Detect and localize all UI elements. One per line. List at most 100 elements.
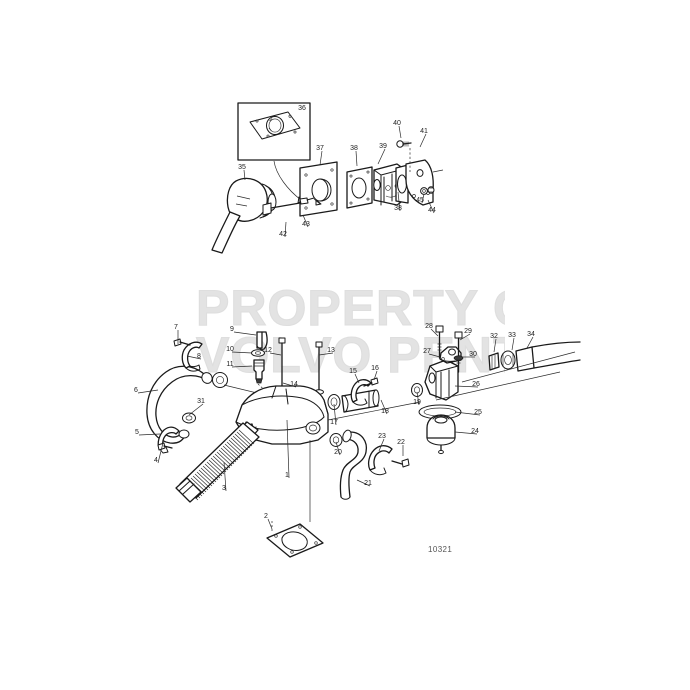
callout-leader-12	[269, 352, 282, 356]
callout-40[interactable]: 40	[393, 120, 402, 139]
callout-7[interactable]: 7	[174, 324, 179, 344]
callout-leader-43	[302, 214, 309, 228]
callout-leader-23	[378, 438, 385, 452]
part-30-bolt-washer	[453, 355, 464, 361]
callout-41[interactable]: 41	[419, 128, 428, 148]
callout-number-14: 14	[290, 381, 298, 388]
callout-leader-38	[355, 150, 358, 167]
callout-4[interactable]: 4	[154, 442, 164, 464]
callout-number-3: 3	[222, 485, 226, 492]
callout-38[interactable]: 38	[350, 145, 358, 167]
callout-27[interactable]: 27	[423, 348, 441, 358]
part-33-fitting	[500, 350, 516, 370]
callout-9[interactable]: 9	[230, 326, 257, 336]
part-40-bolt	[396, 140, 412, 172]
callout-number-40: 40	[393, 120, 401, 127]
callout-number-27: 27	[423, 348, 431, 355]
callout-leader-9	[233, 331, 257, 336]
callout-leader-39	[377, 148, 386, 165]
callout-leader-31	[188, 403, 204, 416]
callout-13[interactable]: 13	[318, 347, 335, 356]
callout-17[interactable]: 17	[330, 403, 338, 426]
callout-23[interactable]: 23	[378, 433, 386, 452]
callout-number-33: 33	[508, 332, 516, 339]
callout-16[interactable]: 16	[371, 365, 379, 381]
callout-number-2: 2	[264, 513, 268, 520]
callout-number-18: 18	[381, 408, 389, 415]
callout-number-8: 8	[197, 353, 201, 360]
callout-11[interactable]: 11	[226, 361, 253, 368]
callout-leader-24	[454, 431, 478, 435]
part-43-screw	[299, 197, 322, 206]
callout-19[interactable]: 19	[413, 391, 421, 406]
callout-number-1: 1	[285, 472, 289, 479]
callout-number-25: 25	[474, 409, 482, 416]
callout-leader-15	[354, 373, 360, 384]
callout-3[interactable]: 3	[222, 461, 227, 492]
callout-leader-1	[286, 419, 290, 479]
callout-43[interactable]: 43	[302, 214, 310, 228]
callout-number-39: 39	[379, 143, 387, 150]
callout-number-45: 45	[416, 197, 424, 204]
part-45-washer	[420, 187, 428, 195]
callout-20[interactable]: 20	[334, 441, 342, 456]
callout-1[interactable]: 1	[285, 419, 290, 479]
callout-21[interactable]: 21	[356, 479, 372, 487]
callout-6[interactable]: 6	[134, 387, 159, 394]
part-31-washer	[182, 412, 196, 424]
part-38-gasket-left	[346, 166, 373, 209]
callout-leader-11	[231, 365, 253, 368]
part-35-rubber-boot	[211, 177, 277, 254]
part-44-nut	[427, 186, 435, 194]
callout-number-17: 17	[330, 419, 338, 426]
callout-26[interactable]: 26	[454, 381, 480, 388]
part-3-corrugated-hose	[175, 421, 260, 503]
callout-leader-2	[267, 518, 273, 530]
callout-number-28: 28	[425, 323, 433, 330]
part-6-water-hose	[146, 365, 213, 444]
callout-25[interactable]: 25	[454, 409, 482, 416]
callout-15[interactable]: 15	[349, 368, 360, 384]
callout-5[interactable]: 5	[135, 429, 161, 436]
callout-34[interactable]: 34	[526, 331, 535, 349]
callout-leader-28	[430, 328, 439, 337]
callout-37[interactable]: 37	[316, 145, 324, 166]
callout-number-11: 11	[226, 361, 233, 368]
callout-29[interactable]: 29	[459, 328, 472, 341]
callout-24[interactable]: 24	[454, 428, 479, 435]
callout-leader-40	[398, 125, 402, 139]
part-38-gasket-right	[395, 164, 409, 204]
callout-leader-20	[335, 441, 341, 456]
callout-35[interactable]: 35	[238, 164, 246, 181]
part-23-pipe-clamp	[367, 445, 393, 476]
callout-38[interactable]: 38	[394, 191, 402, 212]
callout-leader-6	[137, 389, 159, 394]
callout-number-10: 10	[226, 346, 234, 353]
callout-14[interactable]: 14	[282, 381, 298, 388]
callout-number-29: 29	[464, 328, 472, 335]
callout-number-19: 19	[413, 399, 421, 406]
callout-10[interactable]: 10	[226, 346, 253, 354]
callout-28[interactable]: 28	[425, 323, 439, 337]
detail-inset-box	[237, 102, 311, 204]
callout-number-24: 24	[471, 428, 479, 435]
callout-12[interactable]: 12	[264, 347, 282, 356]
callout-18[interactable]: 18	[380, 399, 389, 415]
callout-number-30: 30	[469, 351, 477, 358]
callout-8[interactable]: 8	[186, 353, 202, 360]
callout-32[interactable]: 32	[490, 333, 498, 353]
callout-31[interactable]: 31	[188, 398, 205, 416]
callout-number-42: 42	[279, 231, 287, 238]
callout-44[interactable]: 44	[427, 199, 436, 214]
callout-33[interactable]: 33	[508, 332, 516, 351]
callout-42[interactable]: 42	[279, 221, 287, 238]
callout-2[interactable]: 2	[264, 513, 273, 530]
callout-36[interactable]: 36	[298, 105, 306, 112]
callout-number-44: 44	[428, 207, 436, 214]
callout-22[interactable]: 22	[397, 439, 405, 456]
part-24-thermostat	[426, 414, 456, 455]
callout-45[interactable]: 45	[416, 193, 425, 204]
callout-39[interactable]: 39	[377, 143, 387, 165]
callout-30[interactable]: 30	[462, 351, 477, 358]
